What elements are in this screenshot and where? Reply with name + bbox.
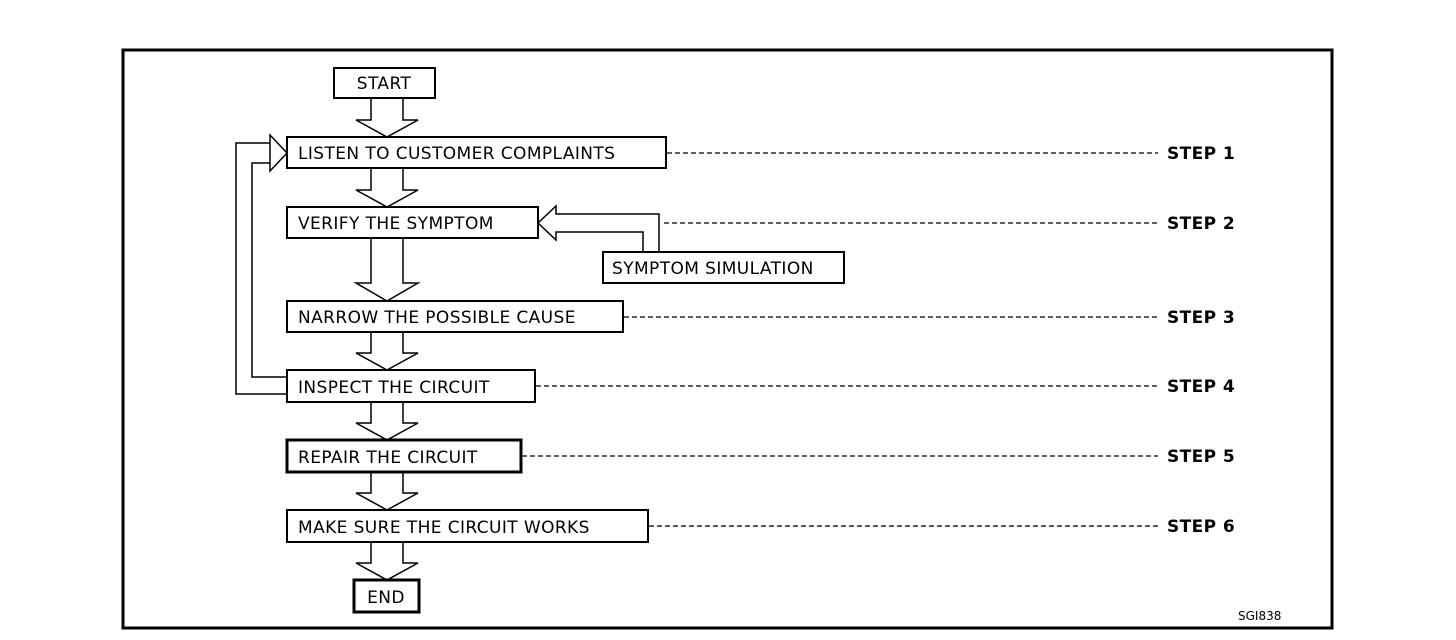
end-box bbox=[352, 578, 421, 614]
loop-back-line bbox=[251, 162, 287, 378]
step4-box bbox=[286, 369, 536, 403]
flow-arrow-start-to-step1 bbox=[355, 97, 419, 138]
step3-box bbox=[286, 300, 624, 333]
flow-arrow-step5-to-step6 bbox=[355, 471, 419, 511]
step5-label: REPAIR THE CIRCUIT bbox=[298, 448, 478, 468]
step6-box bbox=[286, 509, 649, 543]
flow-arrow-step4-to-step5 bbox=[355, 401, 419, 441]
step4-tag: STEP 4 bbox=[1167, 377, 1235, 397]
flow-arrow-step2-to-step3 bbox=[353, 237, 421, 302]
symptom-simulation-box bbox=[602, 251, 845, 284]
flow-arrow-step3-to-step4 bbox=[355, 331, 419, 371]
step1-box bbox=[286, 136, 667, 169]
loop-back-line-outer bbox=[235, 142, 287, 395]
flow-arrow-step6-to-end bbox=[355, 541, 419, 581]
step2-tag: STEP 2 bbox=[1167, 214, 1235, 234]
simulation-feedback-arrow bbox=[536, 204, 660, 253]
step1-label: LISTEN TO CUSTOMER COMPLAINTS bbox=[298, 144, 615, 164]
figure-code: SGI838 bbox=[1238, 609, 1281, 623]
symptom-simulation-label: SYMPTOM SIMULATION bbox=[612, 259, 814, 279]
step3-label: NARROW THE POSSIBLE CAUSE bbox=[298, 308, 576, 328]
start-box bbox=[333, 67, 436, 99]
step5-tag: STEP 5 bbox=[1167, 447, 1235, 467]
step2-box bbox=[286, 206, 539, 239]
step1-tag: STEP 1 bbox=[1167, 144, 1235, 164]
start-label: START bbox=[357, 74, 412, 94]
step5-box bbox=[285, 438, 523, 474]
step6-label: MAKE SURE THE CIRCUIT WORKS bbox=[298, 518, 590, 538]
step6-tag: STEP 6 bbox=[1167, 517, 1235, 537]
end-label: END bbox=[367, 588, 405, 608]
step4-label: INSPECT THE CIRCUIT bbox=[298, 378, 490, 398]
step3-tag: STEP 3 bbox=[1167, 308, 1235, 328]
flow-arrow-step1-to-step2 bbox=[355, 167, 419, 208]
step2-label: VERIFY THE SYMPTOM bbox=[298, 214, 494, 234]
loop-back-arrowhead bbox=[269, 133, 289, 173]
